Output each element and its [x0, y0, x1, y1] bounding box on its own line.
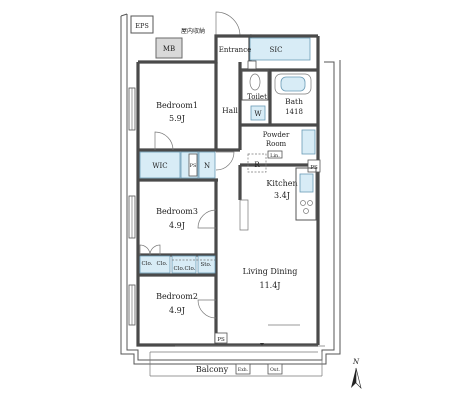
- closet-doors-upper[interactable]: [139, 244, 161, 256]
- toilet-room: [241, 69, 269, 101]
- ps-bottom-tag: [214, 332, 228, 344]
- clo-1-label: Clo.: [142, 261, 153, 267]
- cooktop: [300, 200, 313, 214]
- clo-4-label: Clo.: [185, 266, 196, 272]
- kitchen-size: 3.4J: [274, 191, 290, 200]
- ps-right-tag: [307, 159, 321, 173]
- bedroom3-closet: [139, 255, 171, 274]
- bath-tub-inner: [280, 76, 306, 92]
- meter-box-label: MB: [163, 45, 175, 53]
- north-compass: N: [351, 358, 362, 389]
- kitchen-counter: [295, 167, 317, 221]
- toilet-bowl: [249, 73, 261, 91]
- powder-room-label-line2: Room: [266, 140, 287, 148]
- niche-area: [198, 151, 216, 179]
- niche-label: N: [204, 162, 210, 170]
- exhaust-label: Exh.: [238, 367, 249, 373]
- meter-box: [155, 37, 183, 59]
- bedroom2-door[interactable]: [197, 299, 217, 319]
- powder-sink: [301, 129, 316, 155]
- washer-label: W: [254, 110, 262, 118]
- sic-area: [249, 37, 311, 61]
- outdoor-unit-box: [267, 363, 283, 375]
- storage-note-label: 屋内収納: [181, 27, 205, 35]
- clo-3-label: Clo.: [174, 266, 185, 272]
- bedroom1-label: Bedroom1: [156, 101, 198, 110]
- hall-door[interactable]: [215, 151, 235, 171]
- compass-n-label: N: [352, 358, 360, 366]
- eps-box: [130, 15, 154, 34]
- powder-room-label-line1: Powder: [263, 131, 290, 139]
- clo-2-label: Clo.: [157, 261, 168, 267]
- bedroom1-door[interactable]: [154, 131, 174, 151]
- exhaust-box: [235, 363, 251, 375]
- kitchen-sink: [299, 173, 314, 193]
- ps-vertical-label: PS: [190, 163, 197, 169]
- living-dining-size: 11.4J: [259, 281, 280, 290]
- entrance-door[interactable]: [215, 11, 241, 37]
- entrance-ps-tag: [247, 60, 257, 70]
- refrigerator-label: R: [254, 161, 260, 169]
- kitchen-label: Kitchen: [266, 179, 297, 188]
- toilet-label: Toilet: [247, 93, 267, 101]
- bathtub: [274, 73, 312, 95]
- refrigerator-box: [247, 153, 267, 173]
- balcony-railing: [149, 345, 325, 377]
- eps-label: EPS: [135, 22, 149, 30]
- bedroom3-size: 4.9J: [169, 221, 185, 230]
- hall-label: Hall: [222, 106, 238, 115]
- wic-area: [139, 151, 181, 179]
- linen-label: Lin.: [270, 153, 280, 159]
- bedroom2-label: Bedroom2: [156, 292, 198, 301]
- ps-vertical-tag: [188, 153, 198, 177]
- sto-label: Sto.: [201, 262, 212, 268]
- kitchen-peninsula: [239, 199, 249, 231]
- balcony-door-marker: [260, 343, 264, 346]
- left-windows: [128, 87, 136, 326]
- ps-bottom-label: PS: [217, 337, 225, 343]
- linen-cabinet: [267, 150, 283, 159]
- bath-label: Bath: [285, 97, 303, 106]
- bedroom3-door[interactable]: [197, 209, 217, 229]
- balcony-label: Balcony: [196, 365, 229, 374]
- outdoor-unit-label: Out.: [270, 367, 280, 373]
- bedroom3-label: Bedroom3: [156, 207, 198, 216]
- bath-size-label: 1418: [285, 108, 303, 116]
- entrance-label: Entrance: [219, 46, 252, 54]
- living-dining-label: Living Dining: [243, 267, 298, 276]
- sic-label: SIC: [270, 46, 283, 54]
- bedroom1-size: 5.9J: [169, 114, 185, 123]
- wic-label: WIC: [152, 162, 167, 170]
- washer-box: [250, 105, 266, 121]
- bedroom2-size: 4.9J: [169, 306, 185, 315]
